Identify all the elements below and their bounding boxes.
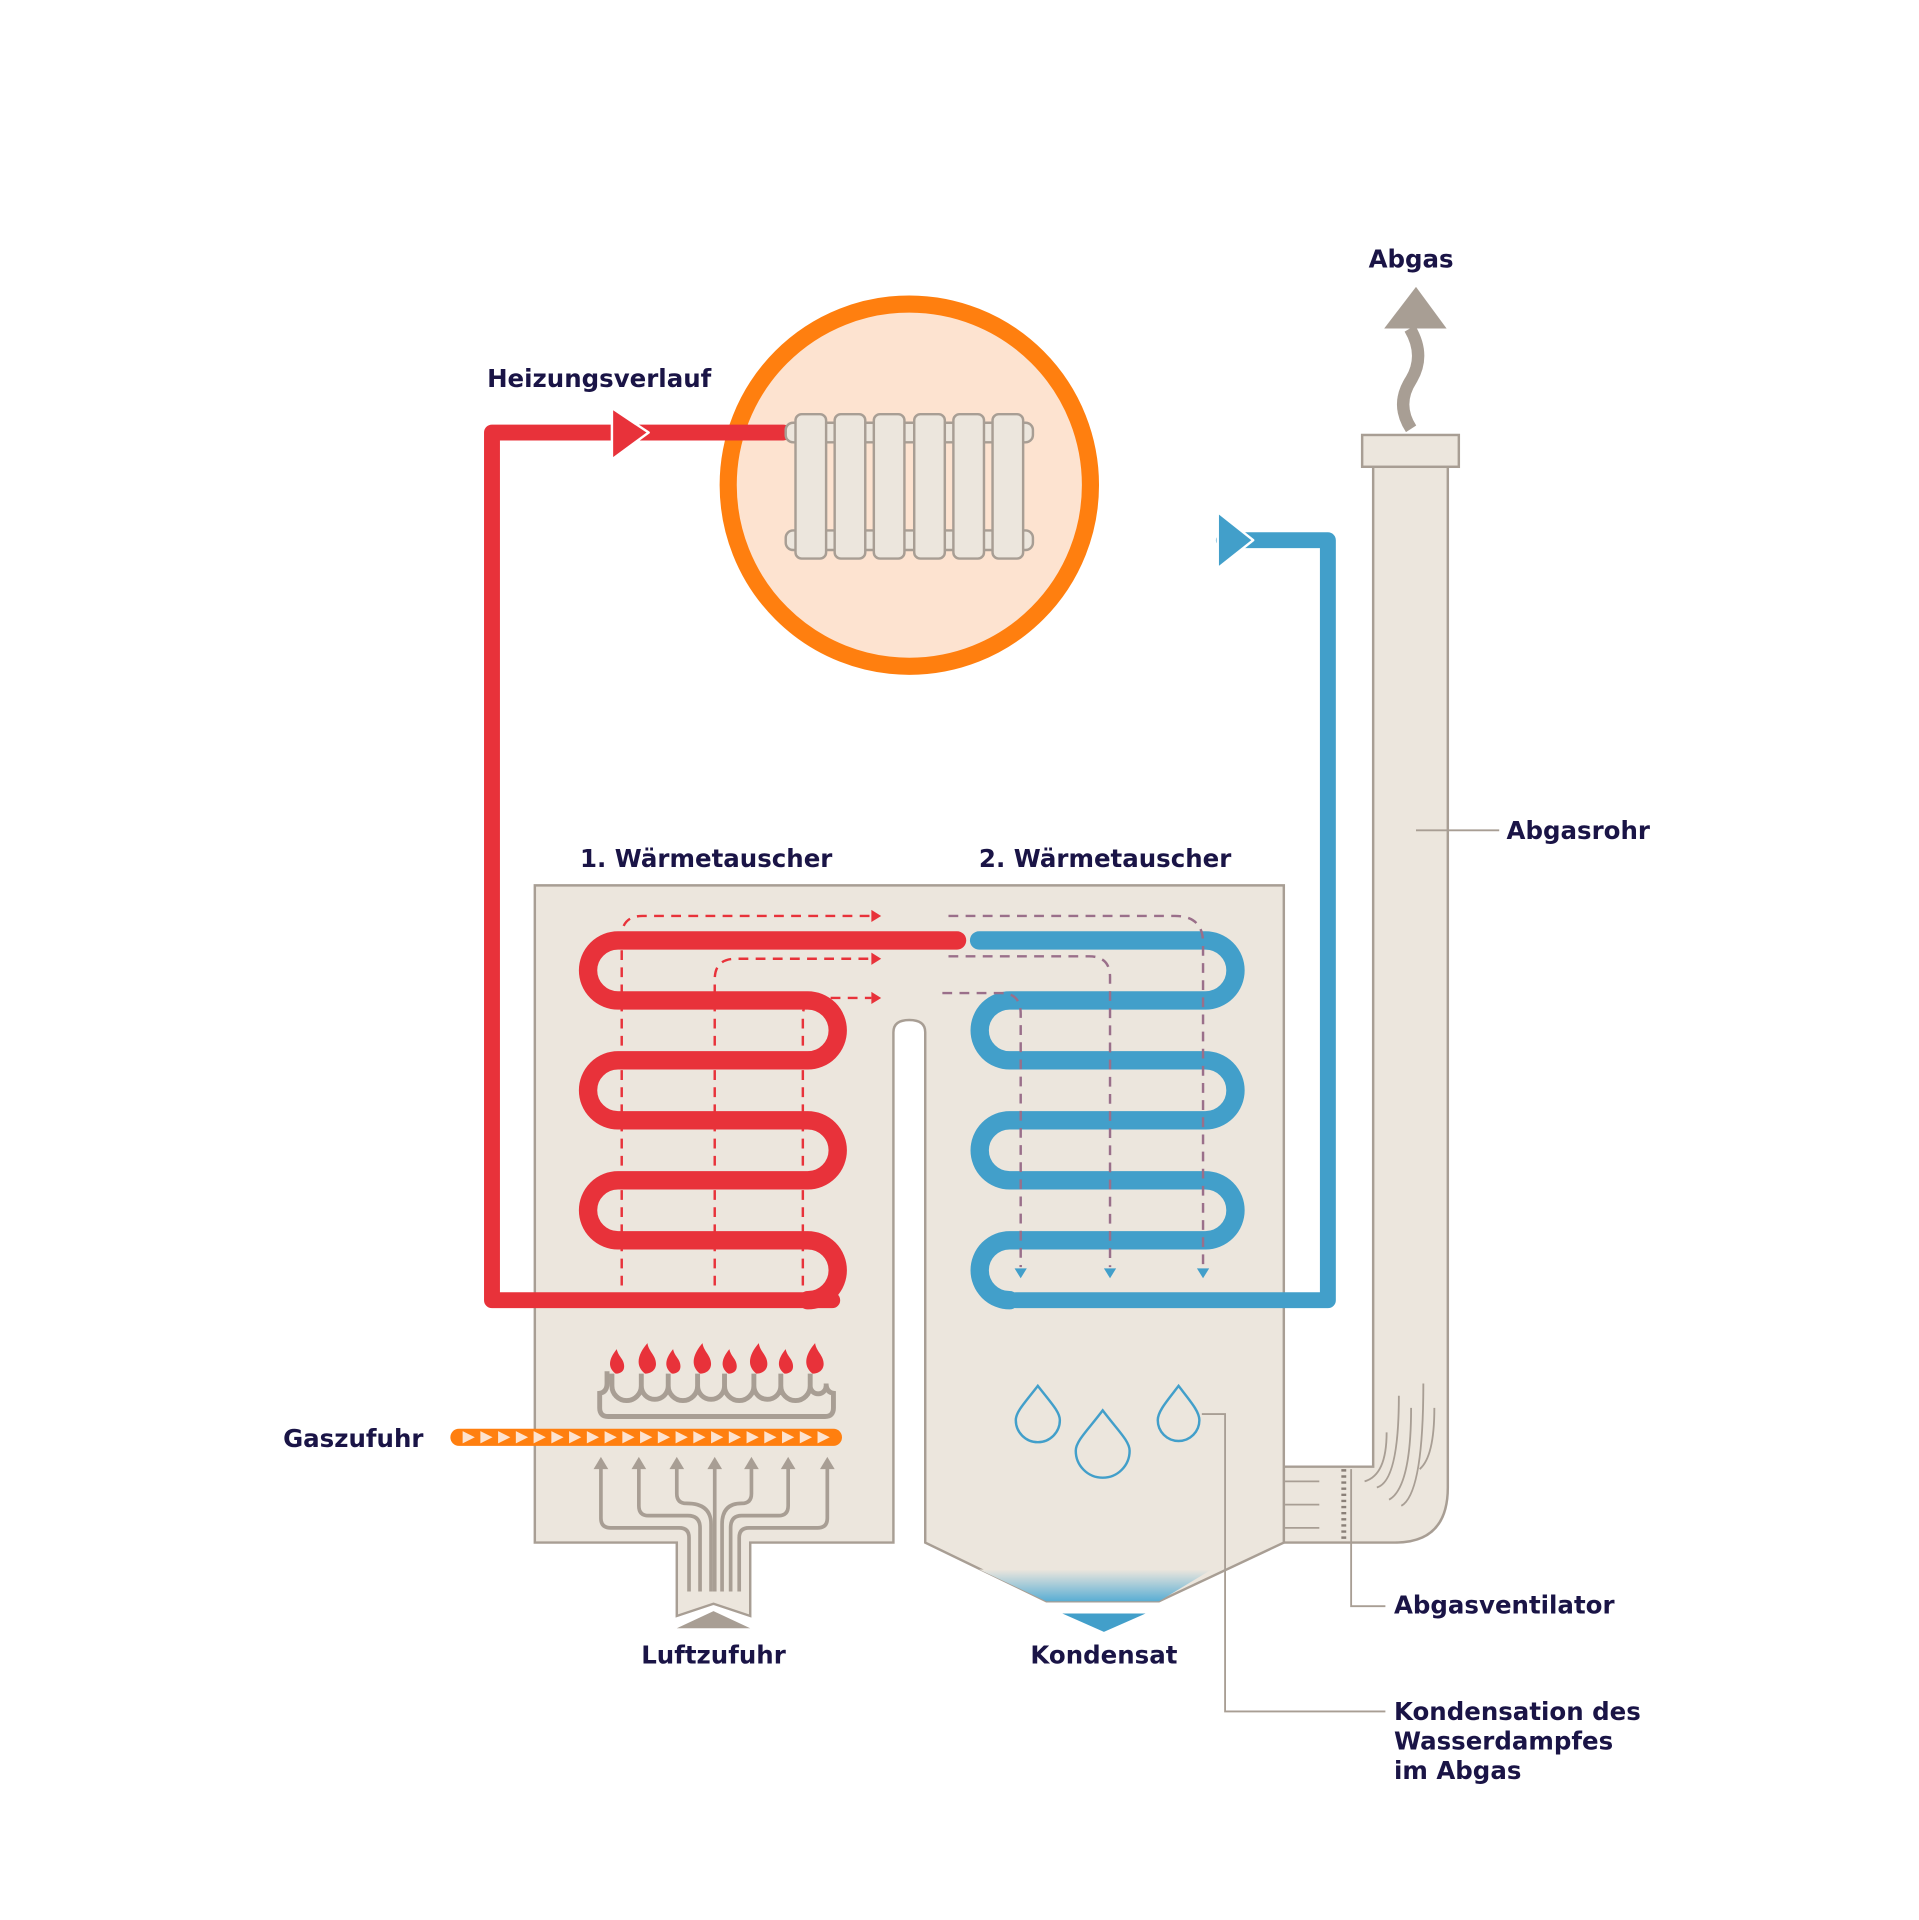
radiator-icon: [784, 412, 1035, 560]
gas-flow-arrow-icon: [693, 1431, 706, 1444]
flame-icon: [666, 1349, 681, 1374]
label-kondensation-line-2: Wasserdampfes: [1394, 1726, 1613, 1755]
condensate-pool: [979, 1569, 1212, 1602]
label-abgasrohr: Abgasrohr: [1507, 816, 1650, 845]
gas-flow-arrow-icon: [569, 1431, 582, 1444]
gas-flow-arrow-icon: [604, 1431, 617, 1444]
gas-flow-arrow-icon: [675, 1431, 688, 1444]
flame-icon: [693, 1343, 712, 1374]
exhaust-flow-arrows: [1285, 1383, 1436, 1529]
exhaust-arrow-icon: [1384, 286, 1447, 433]
water-drop-icon: [1074, 1408, 1131, 1479]
gas-flow-arrow-icon: [711, 1431, 724, 1444]
gas-flow-arrow-icon: [622, 1431, 635, 1444]
label-abgasventilator: Abgasventilator: [1394, 1591, 1615, 1620]
flame-icon: [722, 1349, 737, 1374]
gas-flow-arrow-icon: [586, 1431, 600, 1444]
gas-flow-arrow-icon: [728, 1431, 742, 1444]
air-supply-lines: [593, 1456, 835, 1592]
gas-flow-arrow-icon: [498, 1431, 511, 1444]
label-waermetauscher-2: 2. Wärmetauscher: [979, 844, 1231, 873]
gas-flow-arrow-icon: [551, 1431, 564, 1444]
flame-icon: [638, 1343, 656, 1374]
label-heizungsverlauf: Heizungsverlauf: [487, 364, 712, 393]
flue-gas-paths: [620, 909, 1210, 1286]
heat-exchanger-1-coil: [578, 931, 967, 1310]
return-arrow-icon: [1216, 510, 1255, 570]
gas-flow-arrow-icon: [657, 1431, 671, 1444]
gas-flow-arrow-icon: [640, 1431, 653, 1444]
leader-lines: [1201, 829, 1500, 1713]
flame-icon: [806, 1343, 824, 1374]
gas-flow-arrow-icon: [799, 1431, 813, 1444]
label-kondensation-line-1: Kondensation des: [1394, 1697, 1641, 1726]
condensation-drops: [1014, 1383, 1201, 1479]
supply-arrow-icon: [610, 406, 650, 461]
flame-icon: [749, 1343, 768, 1374]
gas-flow-arrow-icon: [817, 1431, 830, 1444]
gas-flow-arrow-icon: [746, 1431, 759, 1444]
exhaust-pipe: [1282, 286, 1461, 1544]
gas-supply-line: [450, 1428, 843, 1446]
flame-icon: [610, 1349, 625, 1374]
burner: [597, 1371, 836, 1419]
label-luftzufuhr: Luftzufuhr: [641, 1641, 786, 1670]
gas-flow-arrow-icon: [480, 1431, 493, 1444]
water-drop-icon: [1156, 1383, 1201, 1443]
flames: [610, 1343, 824, 1374]
gas-flow-arrow-icon: [462, 1431, 475, 1444]
flame-icon: [778, 1349, 794, 1374]
label-waermetauscher-1: 1. Wärmetauscher: [580, 844, 832, 873]
water-drop-icon: [1014, 1383, 1062, 1444]
label-gaszufuhr: Gaszufuhr: [283, 1424, 423, 1453]
gas-flow-arrow-icon: [782, 1431, 795, 1444]
gas-flow-arrow-icon: [533, 1431, 546, 1444]
gas-flow-arrow-icon: [764, 1431, 777, 1444]
label-abgas: Abgas: [1369, 244, 1454, 273]
label-kondensat: Kondensat: [1030, 1641, 1177, 1670]
heat-exchanger-2-coil: [969, 931, 1245, 1310]
label-kondensation-line-3: im Abgas: [1394, 1756, 1521, 1785]
condensate-outlet-arrow: [1062, 1613, 1146, 1632]
radiator: [719, 295, 1100, 675]
gas-flow-arrow-icon: [515, 1431, 529, 1444]
air-inlet-arrow: [676, 1611, 751, 1629]
flow-pipes: [484, 406, 1336, 1310]
